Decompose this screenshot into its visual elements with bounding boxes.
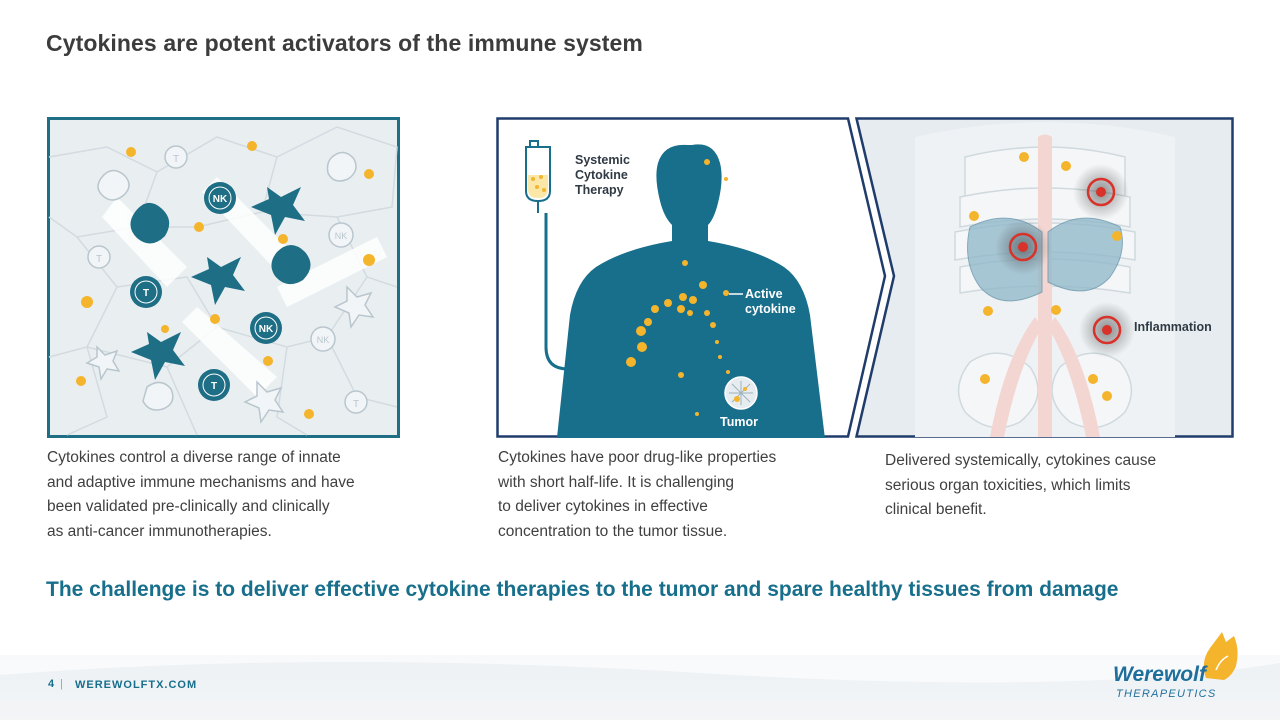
logo-subtitle: THERAPEUTICS — [1116, 688, 1217, 700]
svg-text:T: T — [173, 154, 179, 165]
iv-label-therapy: Therapy — [575, 183, 624, 197]
organ-toxicity-illustration: Inflammation — [854, 117, 1234, 438]
footer-band — [0, 655, 1280, 720]
caption-immune-cells: Cytokines control a diverse range of inn… — [47, 446, 407, 544]
caption-line: Cytokines have poor drug-like properties — [498, 449, 777, 466]
systemic-therapy-illustration: Systemic Cytokine Therapy Active cytokin… — [496, 117, 888, 447]
inflammation-label: Inflammation — [1134, 320, 1212, 334]
caption-line: as anti-cancer immunotherapies. — [47, 522, 272, 540]
svg-text:NK: NK — [335, 231, 348, 241]
svg-text:NK: NK — [317, 335, 330, 345]
svg-text:T: T — [353, 399, 359, 410]
caption-line: Delivered systemically, cytokines cause — [885, 452, 1157, 469]
iv-label-cytokine: Cytokine — [575, 168, 628, 182]
website-link[interactable]: WEREWOLFTX.COM — [75, 679, 198, 691]
werewolf-logo — [1108, 630, 1248, 705]
challenge-statement: The challenge is to deliver effective cy… — [46, 578, 1119, 601]
nk-cell-label: NK — [259, 324, 274, 335]
caption-line: been validated pre-clinically and clinic… — [47, 498, 330, 515]
caption-line: serious organ toxicities, which limits — [885, 476, 1131, 494]
caption-line: Cytokines control a diverse range of inn… — [47, 449, 341, 466]
svg-text:T: T — [96, 254, 102, 265]
t-cell-label: T — [211, 381, 217, 392]
caption-line: to deliver cytokines in effective — [498, 498, 708, 515]
wolf-icon — [1203, 632, 1238, 680]
immune-cells-illustration: T T NK NK T NK NK T T — [47, 117, 400, 438]
nk-cell-label: NK — [213, 194, 228, 205]
t-cell-label: T — [143, 288, 149, 299]
caption-systemic-therapy: Cytokines have poor drug-like properties… — [498, 446, 828, 544]
active-cytokine-label-1: Active — [745, 287, 783, 301]
caption-line: with short half-life. It is challenging — [498, 473, 735, 491]
caption-line: clinical benefit. — [885, 501, 987, 518]
logo-wordmark: Werewolf — [1113, 663, 1206, 686]
iv-label-systemic: Systemic — [575, 153, 630, 167]
active-cytokine-label-2: cytokine — [745, 302, 796, 316]
caption-organ-toxicity: Delivered systemically, cytokines cause … — [885, 449, 1205, 523]
caption-line: concentration to the tumor tissue. — [498, 522, 728, 540]
page-number: 4 — [48, 678, 55, 690]
footer-separator: | — [60, 678, 63, 690]
slide-title: Cytokines are potent activators of the i… — [46, 30, 643, 56]
tumor-label: Tumor — [720, 415, 758, 429]
caption-line: and adaptive immune mechanisms and have — [47, 473, 355, 491]
